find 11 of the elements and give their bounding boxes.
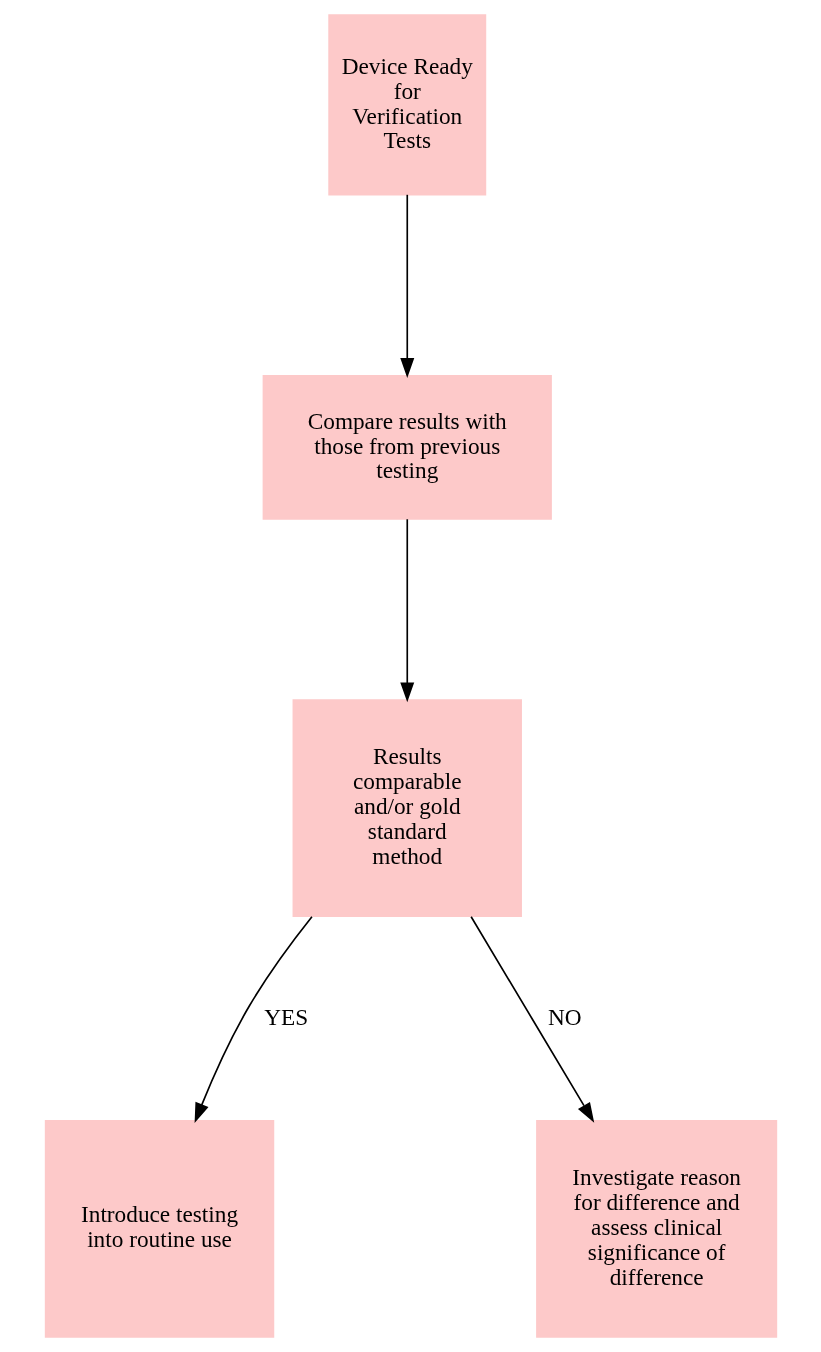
edge-label: YES bbox=[263, 1003, 308, 1030]
node-box: Results comparable and/or gold standard method bbox=[292, 699, 522, 918]
arrow bbox=[194, 915, 313, 1123]
node-box: Investigate reason for difference and assess clinical significance of difference bbox=[535, 1119, 777, 1338]
node-box: Device Ready for Verification Tests bbox=[327, 14, 486, 196]
arrow bbox=[469, 915, 594, 1123]
node-box: Compare results with those from previous testing bbox=[262, 375, 552, 520]
arrow bbox=[399, 518, 414, 703]
arrow bbox=[399, 193, 414, 379]
node-box: Introduce testing into routine use bbox=[44, 1119, 274, 1338]
edge-label: NO bbox=[547, 1003, 582, 1030]
